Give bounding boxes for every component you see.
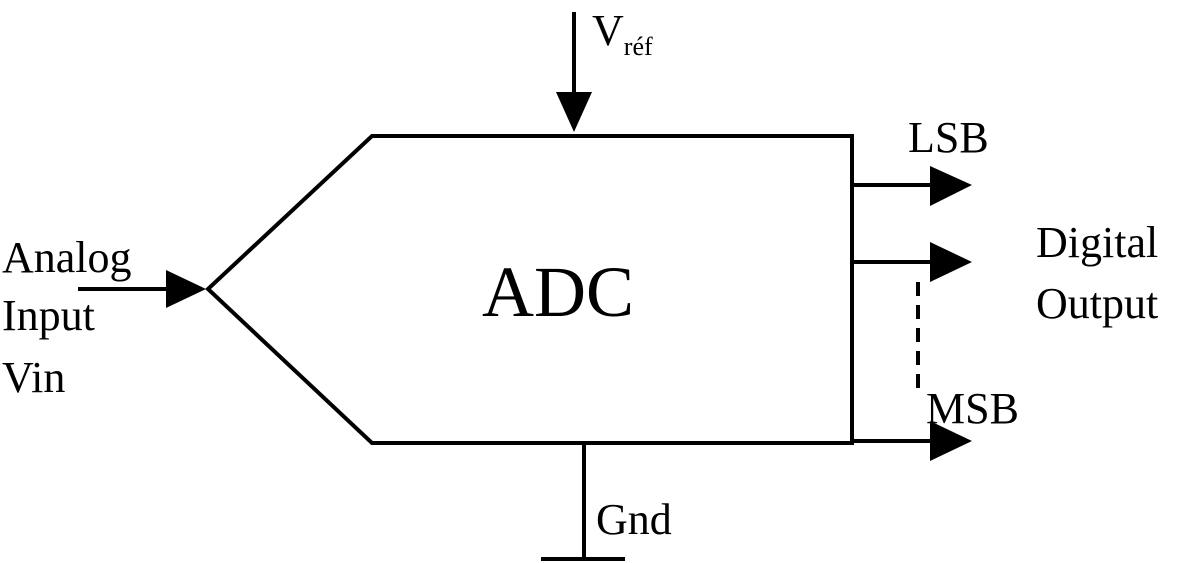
output-arrowhead-msb [930, 421, 972, 461]
lsb-label: LSB [908, 113, 989, 162]
vref-arrowhead [556, 92, 592, 132]
digital-output-label-line2: Output [1036, 279, 1158, 328]
adc-label: ADC [482, 252, 634, 332]
adc-block [205, 134, 854, 445]
digital-output-label-line1: Digital [1036, 218, 1158, 267]
input-label-input: Input [2, 291, 95, 340]
vref-label: Vréf [592, 6, 653, 61]
output-arrowhead-lsb [930, 166, 972, 206]
input-arrowhead [166, 270, 206, 308]
output-arrowhead-mid [930, 242, 972, 282]
ground-label: Gnd [596, 495, 672, 544]
msb-label: MSB [926, 384, 1019, 433]
input-label-analog: Analog [2, 233, 132, 282]
input-label-vin: Vin [2, 353, 65, 402]
vref-label-main: V [592, 6, 624, 55]
vref-label-subscript: réf [624, 32, 653, 61]
